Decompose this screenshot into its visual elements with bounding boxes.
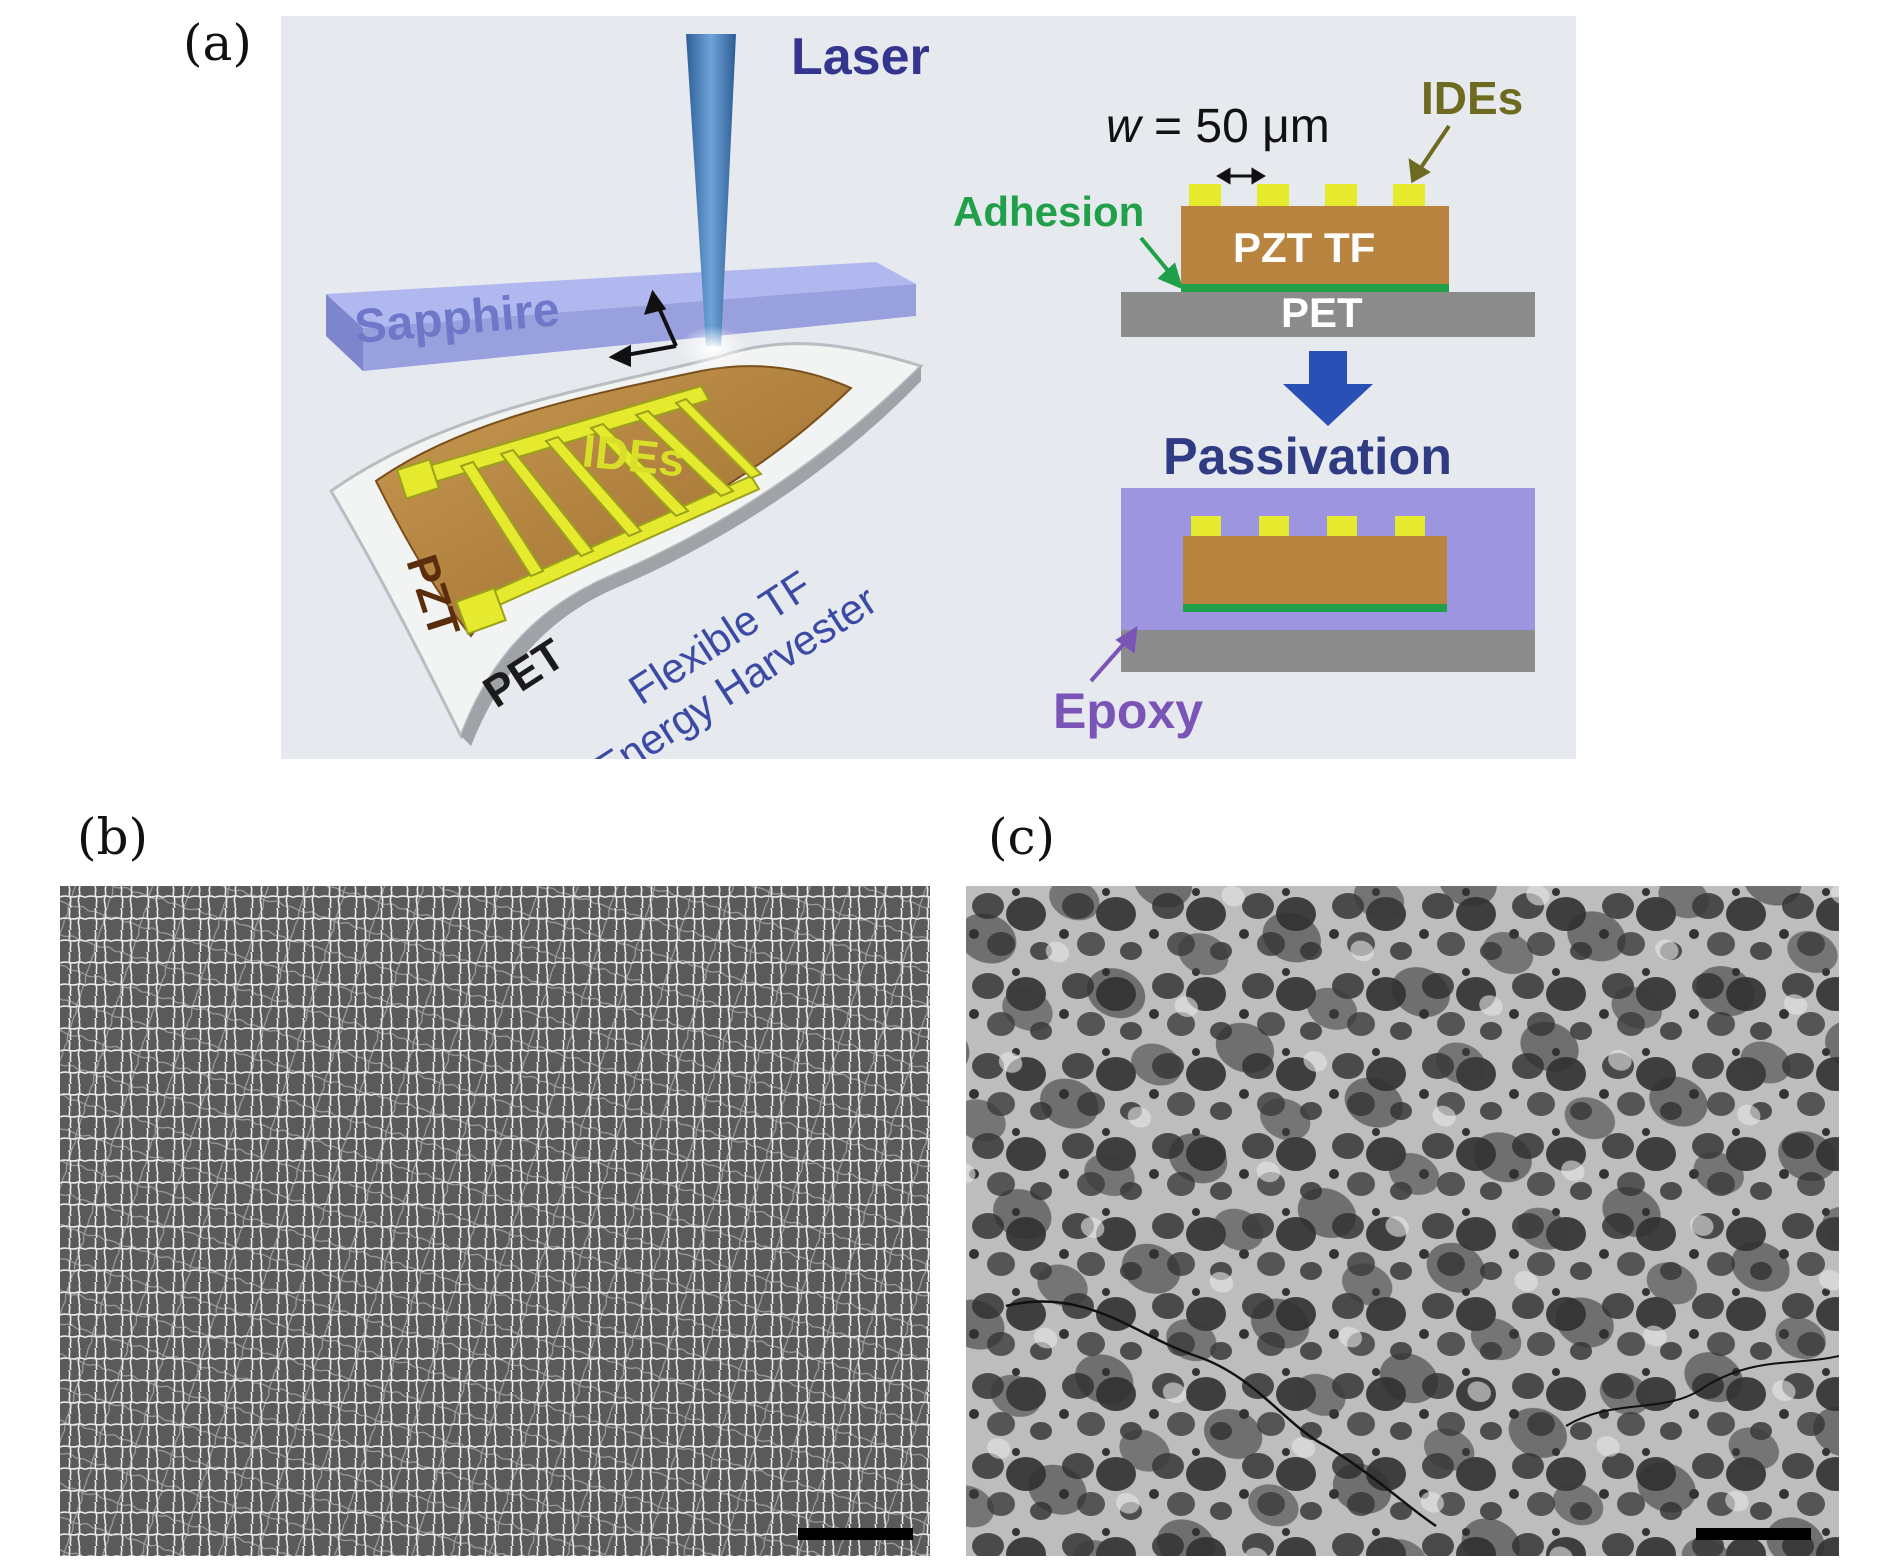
adhesion-label: Adhesion <box>953 188 1144 235</box>
adhesion-pointer-arrow <box>1139 236 1184 290</box>
sem-micrograph-c <box>966 886 1839 1556</box>
pet-stack-label: PET <box>1281 289 1363 336</box>
scale-bar-c <box>1696 1528 1811 1540</box>
ide-comb-pattern <box>395 384 763 636</box>
process-down-arrow <box>1283 351 1373 426</box>
layer-stack-after: Epoxy <box>1053 488 1535 739</box>
laser-label: Laser <box>791 28 930 86</box>
panel-label-a: (a) <box>183 14 252 72</box>
sem-b-grain-overlay <box>60 886 930 1556</box>
pet-layer <box>1121 292 1535 337</box>
passivation-label: Passivation <box>1163 428 1452 486</box>
schematic-panel: PZT IDEs PET Flexible TF Energy Harveste… <box>281 16 1576 759</box>
epoxy-label: Epoxy <box>1053 683 1203 739</box>
width-value: = 50 μm <box>1141 100 1330 153</box>
laser-spot-glow <box>679 326 747 370</box>
sem-c-crack-2 <box>1565 1355 1839 1427</box>
width-symbol: w <box>1106 100 1144 153</box>
epoxy-pointer-arrow <box>1089 626 1138 683</box>
pzt-tf-layer-passivated <box>1183 536 1447 604</box>
adhesion-layer <box>1181 284 1449 292</box>
scan-direction-arrows <box>608 289 678 368</box>
sem-c-blob-overlay <box>966 886 1839 1556</box>
ides-pointer-arrow <box>1408 124 1451 184</box>
sem-c-crack-1 <box>1005 1300 1437 1528</box>
panel-label-b: (b) <box>77 808 149 866</box>
width-label: w = 50 μm <box>1106 100 1330 153</box>
scale-bar-b <box>798 1528 913 1540</box>
pzt-tf-layer <box>1181 206 1449 284</box>
ides-stack-label: IDEs <box>1421 72 1523 124</box>
pet-layer-passivated <box>1121 630 1535 672</box>
panel-label-c: (c) <box>988 808 1056 866</box>
ide-electrodes-bottom <box>1191 516 1425 536</box>
ides-device-label: IDEs <box>580 424 687 486</box>
layer-stack-before: w = 50 μm IDEs PZT TF PET Adhesion <box>953 72 1535 337</box>
width-dimension-arrow <box>1216 167 1266 185</box>
sapphire-plate: Sapphire <box>326 262 916 371</box>
adhesion-layer-passivated <box>1183 604 1447 612</box>
laser-beam <box>686 34 736 346</box>
ide-electrodes-top <box>1189 184 1425 206</box>
pzt-tf-label: PZT TF <box>1233 224 1375 271</box>
sem-micrograph-b <box>60 886 930 1556</box>
